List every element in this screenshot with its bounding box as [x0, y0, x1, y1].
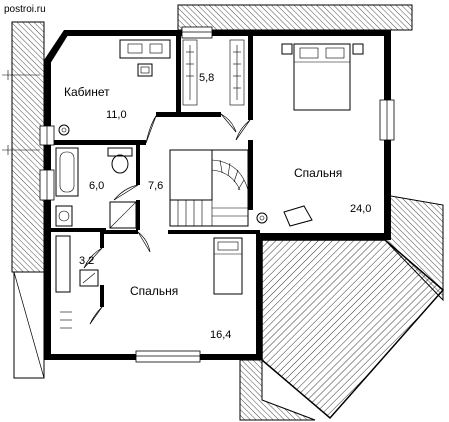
- desk: [119, 39, 171, 59]
- bedroom-small-name: Спальня: [130, 284, 178, 298]
- chair: [137, 63, 153, 77]
- doors: [83, 113, 251, 325]
- sauna-bench: [55, 235, 99, 293]
- walls: [44, 30, 391, 360]
- double-bed: [281, 43, 364, 111]
- armchair: [283, 205, 313, 227]
- shelves-bottom-left: [60, 311, 72, 329]
- site-watermark: postroi.ru: [4, 4, 46, 15]
- small-bed: [213, 237, 243, 295]
- bedroom-large-area: 24,0: [350, 203, 371, 215]
- closet-area: 5,8: [199, 72, 214, 84]
- bedroom-large-name: Спальня: [294, 166, 342, 180]
- windows: [39, 26, 395, 363]
- exterior-marks: [2, 70, 40, 155]
- wc-area: 3,2: [79, 255, 94, 267]
- roof-left: [11, 21, 45, 273]
- wardrobe-shelves: [182, 39, 245, 106]
- toilet: [107, 147, 133, 174]
- washbasin: [55, 205, 73, 227]
- bedroom-small-area: 16,4: [210, 329, 231, 341]
- roof-left-lower: [13, 271, 45, 379]
- hall-area: 7,6: [148, 180, 163, 192]
- roof-top: [177, 4, 413, 31]
- study-name: Кабинет: [64, 85, 110, 99]
- shower-corner: [109, 201, 137, 229]
- bathtub: [55, 147, 79, 197]
- bathroom-area: 6,0: [89, 180, 104, 192]
- study-area: 11,0: [106, 109, 127, 121]
- roof-triangle: [261, 239, 445, 420]
- fireplace-columns: [58, 124, 268, 224]
- staircase: [169, 149, 249, 227]
